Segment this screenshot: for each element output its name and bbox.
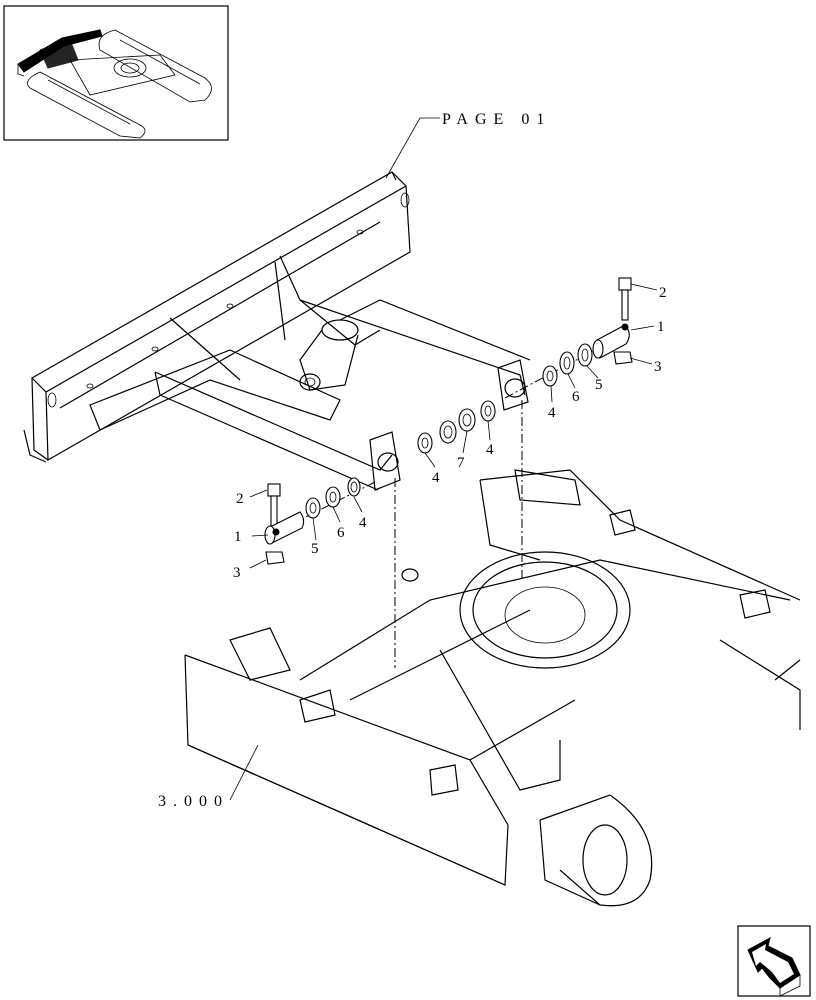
dozer-blade: [23, 171, 531, 491]
callout-washer6-right: 6: [572, 389, 580, 405]
callout-washer4-mid-left: 4: [432, 470, 440, 486]
thumbnail-view[interactable]: [3, 5, 229, 141]
callout-washer4-right: 4: [548, 405, 556, 421]
page-reference: PAGE 01: [442, 111, 551, 128]
callout-washer6-left: 6: [337, 525, 345, 541]
callout-bolt-left: 2: [236, 491, 244, 507]
callout-washer7: 7: [457, 455, 465, 471]
right-part-stack: [417, 277, 633, 454]
callout-washer5-right: 5: [595, 377, 603, 393]
callout-pin-right: 1: [657, 319, 665, 335]
leader-lines: [229, 117, 658, 801]
callout-nut-right: 3: [654, 359, 662, 375]
callout-nut-left: 3: [233, 565, 241, 581]
group-reference: 3.000: [158, 793, 229, 810]
callout-pin-left: 1: [234, 529, 242, 545]
left-part-stack: [264, 477, 361, 565]
callout-bolt-right: 2: [659, 285, 667, 301]
callout-washer4-left: 4: [359, 515, 367, 531]
undercarriage-frame: [184, 469, 801, 907]
callout-washer4-mid-right: 4: [486, 442, 494, 458]
callout-washer5-left: 5: [311, 541, 319, 557]
return-arrow-icon[interactable]: [737, 925, 811, 997]
callout-labels: PAGE 01 3.000 2 1 3 5 6 4 4 7 4 2 1 3 5 …: [158, 111, 667, 810]
